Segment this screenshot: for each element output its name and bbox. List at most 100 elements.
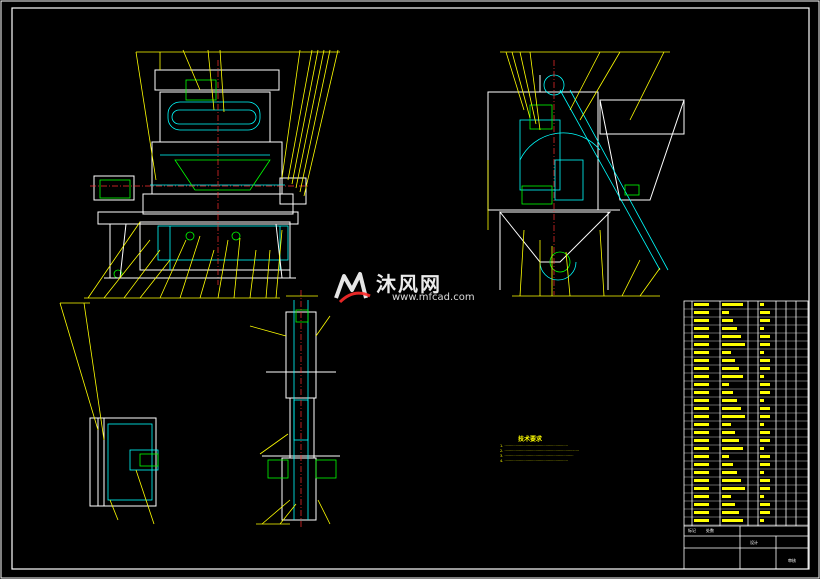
parts-cell-text [694,479,709,482]
parts-cell-text [694,311,709,314]
parts-cell-text [760,487,770,490]
shaft-detail-view [249,290,340,528]
parts-cell-text [694,319,709,322]
parts-cell-text [722,439,739,442]
parts-cell-text [694,407,709,410]
title-block-label-4: 审核 [788,558,796,563]
parts-list-table [683,300,809,570]
parts-cell-text [722,343,745,346]
parts-cell-text [694,375,709,378]
tech-note-4: 4. ·····································… [500,459,568,463]
title-block-label-3: 设计 [750,540,758,545]
parts-cell-text [722,303,743,306]
parts-cell-text [694,327,709,330]
parts-cell-text [760,423,764,426]
parts-cell-text [694,519,709,522]
watermark: 沐风网 www.mfcad.com [332,268,492,308]
parts-cell-text [760,399,764,402]
parts-cell-text [722,415,745,418]
title-block-label-2: 处数 [706,528,714,533]
parts-cell-text [760,503,770,506]
parts-cell-text [760,359,770,362]
parts-cell-text [722,311,729,314]
parts-cell-text [760,327,764,330]
parts-cell-text [760,471,764,474]
parts-list-fill [694,303,770,522]
parts-cell-text [760,463,770,466]
parts-cell-text [760,375,764,378]
parts-cell-text [694,439,709,442]
watermark-logo-icon [334,272,371,304]
parts-cell-text [722,431,735,434]
tech-requirements-title: 技术要求 [518,436,543,443]
parts-cell-text [694,335,709,338]
parts-cell-text [694,351,709,354]
parts-cell-text [722,407,741,410]
parts-cell-text [722,519,743,522]
front-view [84,49,340,299]
parts-cell-text [760,383,770,386]
parts-cell-text [760,303,764,306]
parts-cell-text [760,407,770,410]
parts-cell-text [694,423,709,426]
watermark-url: www.mfcad.com [392,292,475,303]
parts-cell-text [722,423,731,426]
parts-cell-text [722,455,729,458]
parts-cell-text [694,463,709,466]
parts-cell-text [760,311,770,314]
parts-cell-text [722,471,737,474]
parts-cell-text [694,471,709,474]
parts-cell-text [722,487,745,490]
tech-note-1: 1. ·····································… [500,444,568,448]
parts-cell-text [760,511,770,514]
parts-cell-text [760,367,770,370]
parts-cell-text [760,319,770,322]
parts-cell-text [760,343,770,346]
parts-cell-text [722,383,729,386]
parts-cell-text [760,335,770,338]
parts-cell-text [722,351,731,354]
parts-cell-text [722,463,733,466]
parts-cell-text [760,351,764,354]
parts-cell-text [722,503,735,506]
side-view [487,51,685,297]
parts-cell-text [760,479,770,482]
detail-view-small [59,302,159,525]
parts-cell-text [722,399,737,402]
parts-cell-text [722,479,741,482]
parts-cell-text [694,455,709,458]
watermark-text: 沐风网 [376,272,442,296]
parts-cell-text [694,343,709,346]
parts-cell-text [722,391,733,394]
tech-note-3: 3. ·····································… [500,454,574,458]
parts-cell-text [760,431,770,434]
parts-cell-text [694,415,709,418]
parts-cell-text [760,519,764,522]
parts-cell-text [760,415,770,418]
parts-cell-text [760,447,764,450]
parts-cell-text [694,431,709,434]
parts-list-rows [684,308,808,526]
parts-cell-text [760,439,770,442]
parts-cell-text [760,455,770,458]
parts-cell-text [694,447,709,450]
parts-cell-text [694,487,709,490]
parts-cell-text [694,359,709,362]
parts-cell-text [722,359,735,362]
parts-cell-text [760,391,770,394]
tech-note-2: 2. ·····································… [500,449,579,453]
parts-cell-text [760,495,764,498]
parts-cell-text [722,335,741,338]
parts-cell-text [694,383,709,386]
parts-cell-text [694,391,709,394]
parts-cell-text [722,495,731,498]
parts-cell-text [694,511,709,514]
parts-cell-text [722,327,737,330]
parts-cell-text [722,511,739,514]
parts-cell-text [694,303,709,306]
parts-cell-text [694,495,709,498]
parts-cell-text [722,367,739,370]
parts-cell-text [694,503,709,506]
